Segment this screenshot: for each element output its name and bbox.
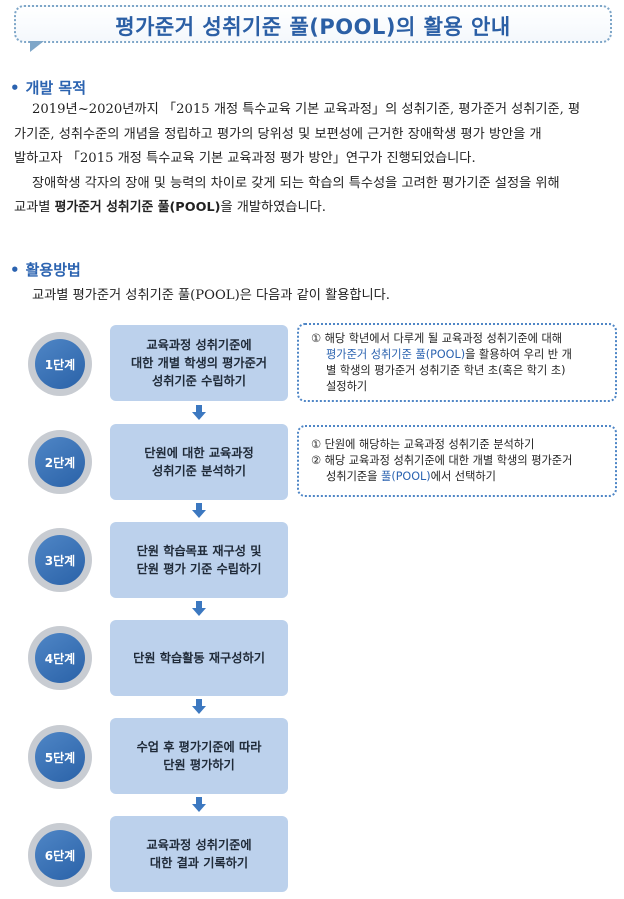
stage-label: 3단계 [35,535,85,585]
note-text: 을 활용하여 우리 반 개 [465,348,572,361]
note-line: 평가준거 성취기준 풀(POOL)을 활용하여 우리 반 개 [311,347,605,363]
para-line: 교과별 평가준거 성취기준 풀(POOL)을 개발하였습니다. [14,196,614,221]
stage-label: 5단계 [35,732,85,782]
stage-circle-5: 5단계 [28,725,92,789]
title-banner: 평가준거 성취기준 풀(POOL)의 활용 안내 [14,5,612,52]
stage-circle-4: 4단계 [28,626,92,690]
section-heading-text: 활용방법 [25,261,81,279]
stage-circle-1: 1단계 [28,332,92,396]
note-text: 에서 선택하기 [430,470,496,483]
stage-circle-6: 6단계 [28,823,92,887]
para-line: 장애학생 각자의 장애 및 능력의 차이로 갖게 되는 학습의 특수성을 고려한… [32,175,560,191]
bullet-icon: • [10,79,20,97]
section-heading-purpose: • 개발 목적 [10,77,86,98]
note-highlight: 평가준거 성취기준 풀(POOL) [326,348,466,361]
step-box-4: 단원 학습활동 재구성하기 [110,620,288,696]
arrow-down-icon [192,601,206,617]
step-box-1: 교육과정 성취기준에 대한 개별 학생의 평가준거 성취기준 수립하기 [110,325,288,401]
note-line: 설정하기 [326,380,368,393]
section-heading-usage: • 활용방법 [10,259,81,280]
stage-circle-2: 2단계 [28,430,92,494]
page-title: 평가준거 성취기준 풀(POOL)의 활용 안내 [115,15,511,39]
para-line: 2019년~2020년까지 「2015 개정 특수교육 기본 교육과정」의 성취… [32,102,581,117]
step-box-3: 단원 학습목표 재구성 및 단원 평가 기준 수립하기 [110,522,288,598]
note-line: ① 단원에 해당하는 교육과정 성취기준 분석하기 [311,438,535,451]
para-line: 발하고자 「2015 개정 특수교육 기본 교육과정 평가 방안」연구가 진행되… [14,151,476,166]
stage-label: 2단계 [35,437,85,487]
note-line: 성취기준을 풀(POOL)에서 선택하기 [311,469,605,485]
step-box-2: 단원에 대한 교육과정 성취기준 분석하기 [110,424,288,500]
note-text: 성취기준을 [326,470,382,483]
arrow-down-icon [192,503,206,519]
step-box-5: 수업 후 평가기준에 따라 단원 평가하기 [110,718,288,794]
para-text: 교과별 [14,200,55,215]
para-line: 가기준, 성취수준의 개념을 정립하고 평가의 당위성 및 보편성에 근거한 장… [14,126,542,142]
arrow-down-icon [192,405,206,421]
purpose-paragraph: 2019년~2020년까지 「2015 개정 특수교육 기본 교육과정」의 성취… [14,98,614,221]
note-step-2: ① 단원에 해당하는 교육과정 성취기준 분석하기 ② 해당 교육과정 성취기준… [297,425,617,497]
note-step-1: ① 해당 학년에서 다루게 될 교육과정 성취기준에 대해 평가준거 성취기준 … [297,323,617,402]
stage-circle-3: 3단계 [28,528,92,592]
note-highlight: 풀(POOL) [381,470,431,483]
stage-label: 1단계 [35,339,85,389]
section-heading-text: 개발 목적 [25,79,87,97]
usage-intro: 교과별 평가준거 성취기준 풀(POOL)은 다음과 같이 활용합니다. [32,288,390,303]
step-box-6: 교육과정 성취기준에 대한 결과 기록하기 [110,816,288,892]
note-line: ② 해당 교육과정 성취기준에 대한 개별 학생의 평가준거 [311,454,573,467]
para-bold-text: 평가준거 성취기준 풀(POOL) [54,200,221,215]
bullet-icon: • [10,261,20,279]
arrow-down-icon [192,797,206,813]
note-line: 별 학생의 평가준거 성취기준 학년 초(혹은 학기 초) [326,364,566,377]
note-line: ① 해당 학년에서 다루게 될 교육과정 성취기준에 대해 [311,332,563,345]
stage-label: 6단계 [35,830,85,880]
stage-label: 4단계 [35,633,85,683]
arrow-down-icon [192,699,206,715]
para-text: 을 개발하였습니다. [220,200,326,215]
